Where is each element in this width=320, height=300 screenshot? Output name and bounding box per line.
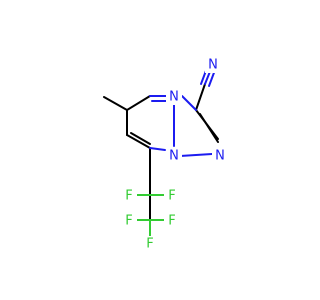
atom-f1: F [125,189,132,204]
atom-n-ring: N [169,90,179,105]
molecule-structure: N N N N F F F F F [103,57,228,252]
fluorine-bonds [134,194,165,239]
atom-n-cyano: N [208,58,218,73]
atom-n-bridgehead: N [169,149,179,164]
atom-f4: F [168,214,175,229]
atom-f3: F [125,214,132,229]
atom-labels: N N N N F F F F F [121,57,228,252]
nitrogen-bonds [149,67,216,157]
carbon-bonds [103,83,219,221]
atom-f5: F [146,237,153,252]
atom-f2: F [168,189,175,204]
atom-n-pyrazole: N [215,149,225,164]
